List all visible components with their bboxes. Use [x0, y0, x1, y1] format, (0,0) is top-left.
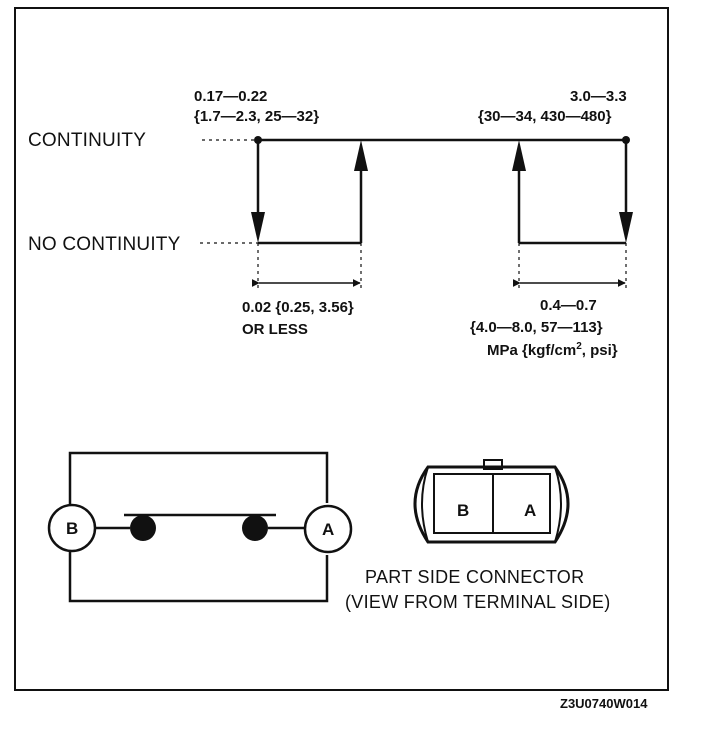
connector-left-edge — [421, 466, 429, 543]
switch-contact-left — [130, 515, 156, 541]
circuit-top-wire — [68, 451, 329, 505]
connector-caption-line2: (VIEW FROM TERMINAL SIDE) — [345, 592, 611, 612]
connector-right-edge — [554, 466, 562, 543]
connector-body — [413, 465, 570, 544]
right-stroke-value-units: {30—34, 430—480} — [478, 108, 612, 125]
terminal-b-circle — [47, 503, 97, 553]
terminal-a-label: A — [322, 520, 335, 539]
continuity-graph — [200, 136, 633, 290]
pressure-units: MPa {kgf/cm2, psi} — [487, 341, 618, 359]
no-continuity-label: NO CONTINUITY — [28, 234, 181, 255]
left-gap-qualifier: OR LESS — [242, 321, 308, 338]
connector-cell-b-label: B — [457, 501, 470, 520]
right-gap-value-units: {4.0—8.0, 57—113} — [470, 319, 603, 336]
left-gap-value: 0.02 {0.25, 3.56} — [242, 299, 354, 316]
continuity-label: CONTINUITY — [28, 130, 147, 151]
connector-cell-a-label: A — [524, 501, 537, 520]
rise-arrow-left-head — [354, 140, 368, 171]
figure-frame — [14, 7, 669, 691]
rise-arrow-right-head — [512, 140, 526, 171]
terminal-b-label: B — [66, 519, 79, 538]
drop-arrow-left-head — [251, 212, 265, 243]
connector-caption-line1: PART SIDE CONNECTOR — [365, 567, 585, 587]
left-stroke-value-units: {1.7—2.3, 25—32} — [194, 108, 320, 125]
figure-code: Z3U0740W014 — [560, 696, 648, 711]
connector-latch — [483, 459, 503, 470]
left-stroke-value: 0.17—0.22 — [194, 88, 268, 105]
terminal-a-circle — [303, 504, 353, 554]
connector-drawing — [413, 459, 570, 544]
right-stroke-value: 3.0—3.3 — [570, 88, 627, 105]
test-circuit — [47, 451, 353, 603]
circuit-bottom-wire — [68, 551, 329, 603]
right-gap-value: 0.4—0.7 — [540, 297, 597, 314]
switch-contact-right — [242, 515, 268, 541]
drop-arrow-right-head — [619, 212, 633, 243]
